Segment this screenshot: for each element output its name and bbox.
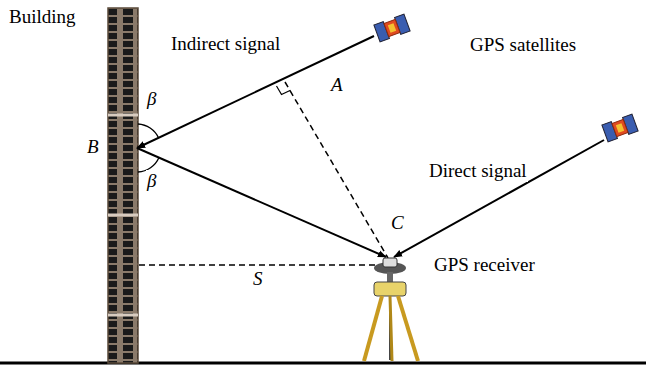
angle-arc bbox=[138, 124, 159, 138]
satellite bbox=[602, 114, 638, 142]
perpendicular-dashed bbox=[285, 82, 388, 258]
building-label: Building bbox=[8, 6, 77, 28]
angle-label: β bbox=[146, 88, 157, 110]
signal-label: Direct signal bbox=[428, 160, 528, 182]
satellite bbox=[374, 14, 410, 42]
direct-signal-ray bbox=[394, 140, 604, 257]
receiver-label: GPS receiver bbox=[433, 254, 536, 276]
right-angle-mark bbox=[277, 86, 291, 95]
reflected-ray bbox=[137, 148, 386, 257]
distance-dashed bbox=[139, 264, 383, 266]
gps-receiver bbox=[364, 258, 418, 361]
building bbox=[108, 8, 138, 363]
point-label: A bbox=[330, 74, 344, 96]
ground-line bbox=[0, 362, 646, 365]
angle-label: β bbox=[146, 170, 157, 192]
point-label: B bbox=[86, 136, 100, 158]
satellites-label: GPS satellites bbox=[469, 34, 577, 56]
distance-label: S bbox=[252, 268, 264, 290]
point-label: C bbox=[390, 212, 405, 234]
signal-label: Indirect signal bbox=[170, 33, 281, 55]
